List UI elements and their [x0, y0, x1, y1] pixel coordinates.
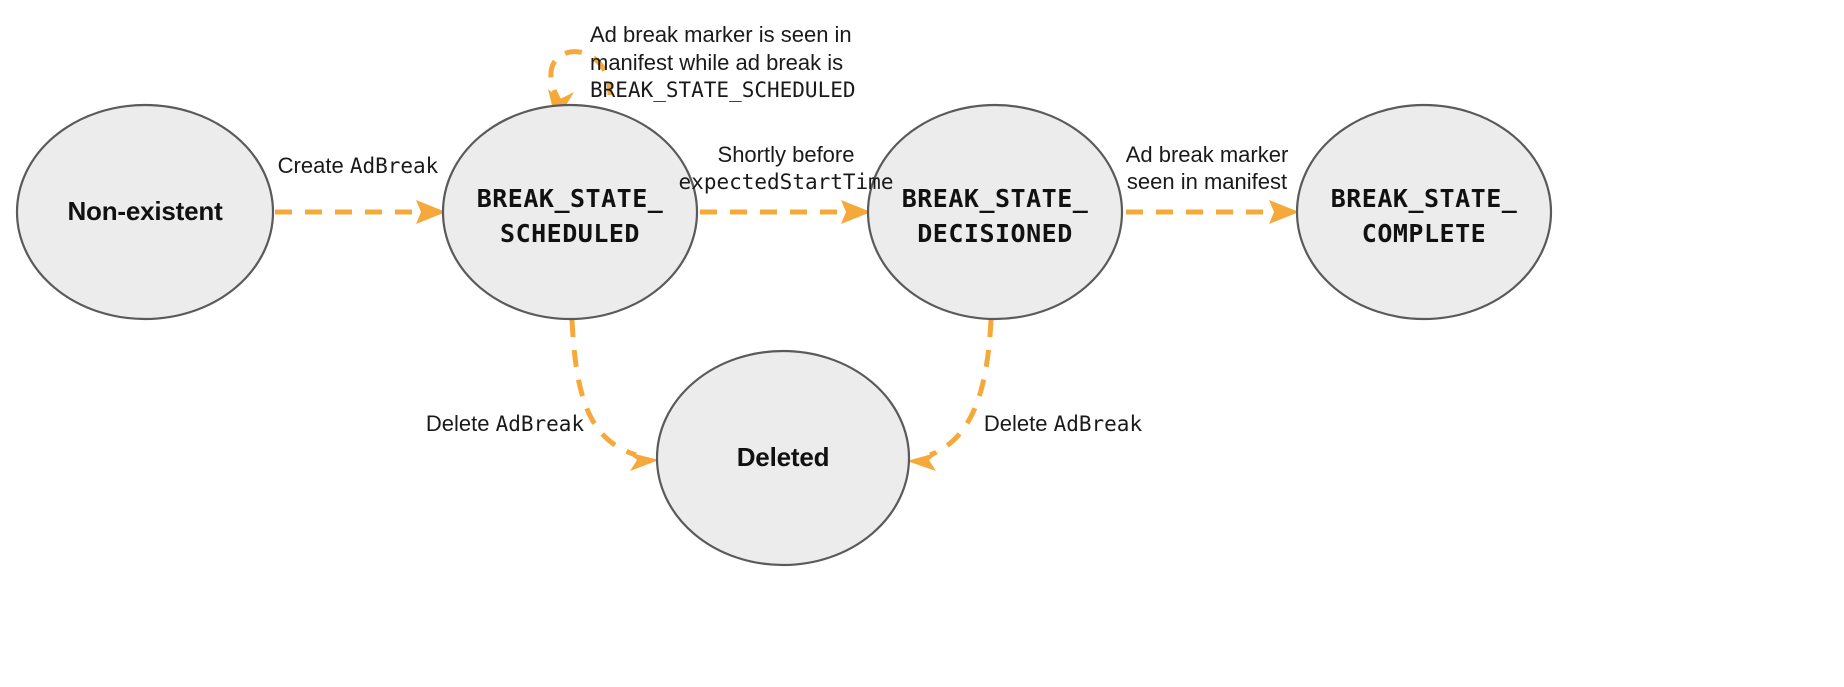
- node-break-state-scheduled[interactable]: BREAK_STATE_ SCHEDULED: [441, 103, 699, 321]
- node-break-state-complete-label-line2: COMPLETE: [1362, 219, 1486, 248]
- node-break-state-complete-shape[interactable]: [1295, 103, 1553, 321]
- edge-decisioned-to-complete-arrowhead: [1269, 200, 1299, 224]
- node-deleted-shape[interactable]: [655, 349, 911, 567]
- edge-scheduled-to-deleted-arrowhead: [627, 452, 659, 471]
- edge-label-create-adbreak: Create AdBreak: [278, 153, 439, 178]
- edge-decisioned-to-deleted-curve: [929, 319, 994, 458]
- node-non-existent-shape[interactable]: [15, 103, 275, 321]
- edge-decisioned-to-complete: [1126, 200, 1299, 224]
- edge-decisioned-to-deleted: [907, 319, 994, 471]
- edge-label-scheduled-to-decisioned-line1: Shortly before: [718, 142, 855, 167]
- edge-label-scheduled-self-loop-line2: manifest while ad break is: [590, 50, 843, 75]
- node-break-state-decisioned[interactable]: BREAK_STATE_ DECISIONED: [866, 103, 1124, 321]
- edge-label-decisioned-to-complete-line1: Ad break marker: [1126, 142, 1289, 167]
- node-break-state-complete-label: BREAK_STATE_: [1331, 184, 1518, 213]
- edge-label-scheduled-to-decisioned-line2: expectedStartTime: [679, 170, 894, 194]
- edge-decisioned-to-deleted-arrowhead: [907, 452, 939, 471]
- edge-scheduled-to-decisioned-arrowhead: [841, 200, 871, 224]
- node-break-state-decisioned-shape[interactable]: [866, 103, 1124, 321]
- node-deleted-label: Deleted: [737, 442, 830, 472]
- node-break-state-scheduled-label-line2: SCHEDULED: [500, 219, 640, 248]
- edge-scheduled-to-deleted: [569, 319, 659, 471]
- node-non-existent-label: Non-existent: [67, 196, 223, 226]
- node-break-state-scheduled-label: BREAK_STATE_: [477, 184, 664, 213]
- edge-label-scheduled-self-loop-line1: Ad break marker is seen in: [590, 22, 852, 47]
- edge-create-adbreak-arrowhead: [416, 200, 446, 224]
- node-break-state-decisioned-label: BREAK_STATE_: [902, 184, 1089, 213]
- edge-label-decisioned-to-deleted: Delete AdBreak: [984, 411, 1143, 436]
- edge-label-scheduled-self-loop-line3: BREAK_STATE_SCHEDULED: [590, 78, 856, 102]
- edge-scheduled-to-deleted-curve: [569, 319, 637, 458]
- edge-scheduled-self-loop-arc: [548, 49, 613, 107]
- node-break-state-decisioned-label-line2: DECISIONED: [917, 219, 1073, 248]
- node-break-state-scheduled-shape[interactable]: [441, 103, 699, 321]
- node-deleted[interactable]: Deleted: [655, 349, 911, 567]
- node-break-state-complete[interactable]: BREAK_STATE_ COMPLETE: [1295, 103, 1553, 321]
- node-non-existent[interactable]: Non-existent: [15, 103, 275, 321]
- edge-label-scheduled-to-deleted: Delete AdBreak: [426, 411, 585, 436]
- edge-scheduled-to-decisioned: [700, 200, 871, 224]
- edge-create-adbreak: [275, 200, 446, 224]
- edge-label-decisioned-to-complete-line2: seen in manifest: [1127, 169, 1287, 194]
